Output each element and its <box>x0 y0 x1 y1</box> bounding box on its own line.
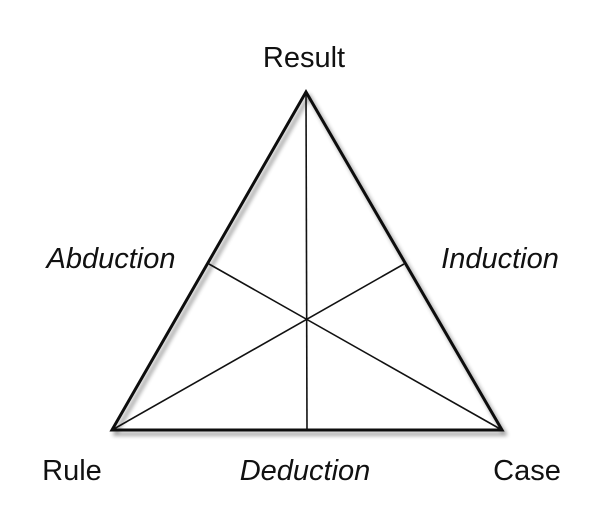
vertex-label-result: Result <box>263 42 345 74</box>
process-label-abduction: Abduction <box>45 243 176 275</box>
median-from-case <box>208 263 503 431</box>
process-label-deduction: Deduction <box>240 455 371 487</box>
vertex-label-rule: Rule <box>42 455 102 487</box>
median-from-result <box>305 91 308 431</box>
median-from-rule <box>111 263 405 431</box>
vertex-label-case: Case <box>493 455 561 487</box>
process-label-induction: Induction <box>441 243 559 275</box>
